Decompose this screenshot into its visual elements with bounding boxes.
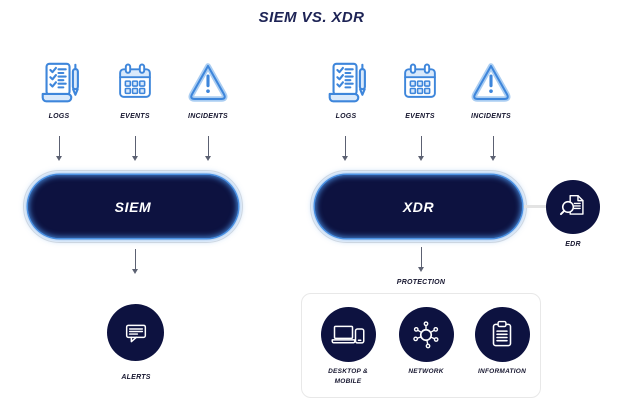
logs-label: LOGS bbox=[335, 113, 357, 120]
logs-icon bbox=[314, 58, 378, 106]
events-icon bbox=[388, 58, 452, 106]
desktop-mobile-icon bbox=[320, 307, 376, 362]
alerts-circle bbox=[107, 304, 164, 361]
incidents-icon bbox=[176, 58, 240, 106]
chat-message-icon bbox=[120, 317, 152, 349]
arrow-down-icon bbox=[130, 136, 140, 161]
protection-label: PROTECTION bbox=[396, 279, 446, 286]
alerts-label: ALERTS bbox=[121, 374, 151, 381]
xdr-input-logs: LOGS bbox=[314, 58, 378, 123]
document-search-icon bbox=[556, 190, 590, 224]
desktop-mobile-label: DESKTOP & MOBILE bbox=[328, 368, 368, 385]
incidents-label: INCIDENTS bbox=[188, 113, 228, 120]
xdr-input-incidents: INCIDENTS bbox=[459, 58, 523, 123]
arrow-down-icon bbox=[203, 136, 213, 161]
xdr-input-events: EVENTS bbox=[388, 58, 452, 123]
incidents-icon bbox=[459, 58, 523, 106]
events-icon bbox=[103, 58, 167, 106]
protection-item-network: NETWORK bbox=[388, 307, 464, 377]
arrow-down-icon bbox=[130, 249, 140, 274]
events-label: EVENTS bbox=[405, 113, 435, 120]
arrow-down-icon bbox=[488, 136, 498, 161]
edr-label: EDR bbox=[565, 241, 581, 248]
protection-item-desktop-mobile: DESKTOP & MOBILE bbox=[310, 307, 386, 387]
siem-box: SIEM bbox=[23, 170, 243, 243]
network-label: NETWORK bbox=[408, 368, 444, 375]
edr-connector-line bbox=[524, 205, 549, 208]
edr-circle bbox=[546, 180, 600, 234]
protection-card: DESKTOP & MOBILE NETWORK INFORMATION bbox=[301, 293, 541, 398]
clipboard-icon bbox=[474, 307, 530, 362]
network-hub-icon bbox=[398, 307, 454, 362]
siem-input-incidents: INCIDENTS bbox=[176, 58, 240, 123]
page-title: SIEM VS. XDR bbox=[258, 9, 365, 26]
xdr-box: XDR bbox=[310, 170, 527, 243]
arrow-down-icon bbox=[416, 247, 426, 272]
arrow-down-icon bbox=[416, 136, 426, 161]
logs-label: LOGS bbox=[48, 113, 70, 120]
siem-input-events: EVENTS bbox=[103, 58, 167, 123]
logs-icon bbox=[27, 58, 91, 106]
arrow-down-icon bbox=[340, 136, 350, 161]
events-label: EVENTS bbox=[120, 113, 150, 120]
siem-input-logs: LOGS bbox=[27, 58, 91, 123]
arrow-down-icon bbox=[54, 136, 64, 161]
xdr-box-label: XDR bbox=[402, 198, 435, 215]
siem-box-label: SIEM bbox=[114, 198, 152, 215]
incidents-label: INCIDENTS bbox=[471, 113, 511, 120]
protection-item-information: INFORMATION bbox=[464, 307, 540, 377]
information-label: INFORMATION bbox=[477, 368, 527, 375]
